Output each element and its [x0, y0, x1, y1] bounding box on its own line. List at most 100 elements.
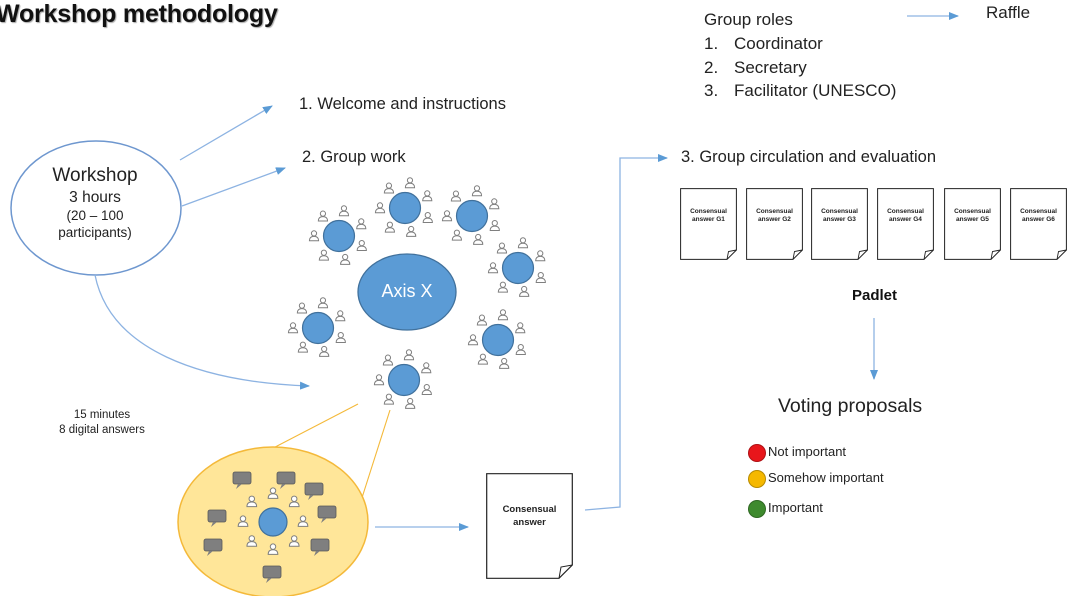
doc-line-2: answer G1	[692, 216, 725, 223]
raffle-label: Raffle	[986, 3, 1031, 22]
person-icon	[384, 221, 395, 233]
person-icon	[287, 322, 299, 334]
note-answers: 8 digital answers	[59, 424, 145, 436]
speech-bubble-icon	[262, 565, 282, 583]
person-icon	[451, 229, 462, 241]
person-icon	[356, 218, 367, 230]
group-table	[308, 205, 367, 265]
person-icon	[338, 205, 350, 217]
speech-bubble-icon	[203, 538, 223, 556]
person-icon	[383, 182, 395, 194]
workshop-ellipse	[10, 140, 182, 276]
person-icon	[467, 334, 479, 346]
workshop-participants-word: participants)	[58, 225, 132, 240]
arrow-to-circulation	[584, 154, 668, 511]
person-icon	[473, 233, 484, 245]
speech-bubble-icon	[207, 509, 227, 527]
speech-bubble-icon	[276, 471, 296, 489]
person-icon	[515, 343, 526, 355]
arrow-to-group-table	[94, 274, 310, 390]
table-circle	[387, 363, 421, 397]
step-circulation: 3. Group circulation and evaluation	[681, 148, 936, 166]
role-item: 3.Facilitator (UNESCO)	[704, 81, 897, 100]
person-icon	[335, 310, 346, 322]
person-icon	[340, 253, 351, 265]
padlet-label: Padlet	[852, 287, 898, 304]
person-icon	[515, 322, 526, 334]
group-table	[374, 177, 433, 237]
person-icon	[499, 357, 510, 369]
table-circle	[301, 311, 335, 345]
speech-bubble-icon	[317, 505, 337, 523]
table-circle	[455, 199, 489, 233]
group-table	[487, 237, 546, 297]
doc-line-2: answer G4	[889, 216, 922, 223]
doc-line-1: Consensual	[502, 504, 557, 515]
person-icon	[267, 487, 279, 499]
table-circle	[501, 251, 535, 285]
table-circle	[322, 219, 356, 253]
zoom-group-detail	[203, 471, 337, 583]
arrow-to-group-work	[181, 167, 286, 207]
workshop-participants-range: (20 – 100	[66, 208, 124, 223]
group-table	[441, 185, 500, 245]
person-icon	[308, 230, 320, 242]
step-welcome: 1. Welcome and instructions	[299, 95, 506, 113]
group-table	[467, 309, 526, 369]
person-icon	[296, 302, 308, 314]
doc-line-2: answer	[513, 517, 546, 528]
person-icon	[373, 374, 385, 386]
workshop-text: Workshop 3 hours (20 – 100 participants)	[30, 165, 160, 241]
consensual-answer-document: Consensual answer	[486, 473, 573, 579]
person-icon	[317, 210, 329, 222]
person-icon	[403, 349, 415, 361]
person-icon	[335, 331, 346, 343]
table-circle	[481, 323, 515, 357]
doc-line-1: Consensual	[954, 208, 991, 215]
person-icon	[517, 237, 529, 249]
step-group-work: 2. Group work	[302, 148, 406, 166]
person-icon	[422, 211, 433, 223]
note-duration: 15 minutes	[73, 409, 131, 421]
person-icon	[496, 242, 508, 254]
page-title: Workshop methodology	[0, 0, 278, 28]
person-icon	[319, 345, 330, 357]
doc-line-2: answer G3	[823, 216, 856, 223]
doc-line-1: Consensual	[1020, 208, 1057, 215]
doc-line-2: answer G2	[758, 216, 791, 223]
person-icon	[374, 202, 386, 214]
person-icon	[441, 210, 453, 222]
legend-dot-icon	[748, 470, 766, 488]
person-icon	[356, 239, 367, 251]
person-icon	[476, 314, 488, 326]
person-icon	[477, 353, 488, 365]
legend-dot-icon	[748, 500, 766, 518]
person-icon	[497, 309, 509, 321]
doc-line-1: Consensual	[756, 208, 793, 215]
person-icon	[317, 297, 329, 309]
person-icon	[489, 219, 500, 231]
person-icon	[246, 495, 258, 508]
person-icon	[421, 383, 432, 395]
person-icon	[383, 393, 394, 405]
group-table	[287, 297, 346, 357]
doc-line-1: Consensual	[690, 208, 727, 215]
axis-ellipse	[357, 253, 457, 331]
group-tables	[287, 177, 546, 409]
person-icon	[519, 285, 530, 297]
speech-bubble-icon	[310, 538, 330, 556]
doc-line-1: Consensual	[887, 208, 924, 215]
arrow-to-welcome	[179, 105, 273, 161]
workshop-duration: 3 hours	[69, 189, 121, 206]
person-icon	[297, 515, 309, 527]
person-icon	[297, 341, 308, 353]
person-icon	[450, 190, 462, 202]
table-circle	[388, 191, 422, 225]
person-icon	[288, 495, 300, 508]
person-icon	[497, 281, 508, 293]
person-icon	[405, 397, 416, 409]
